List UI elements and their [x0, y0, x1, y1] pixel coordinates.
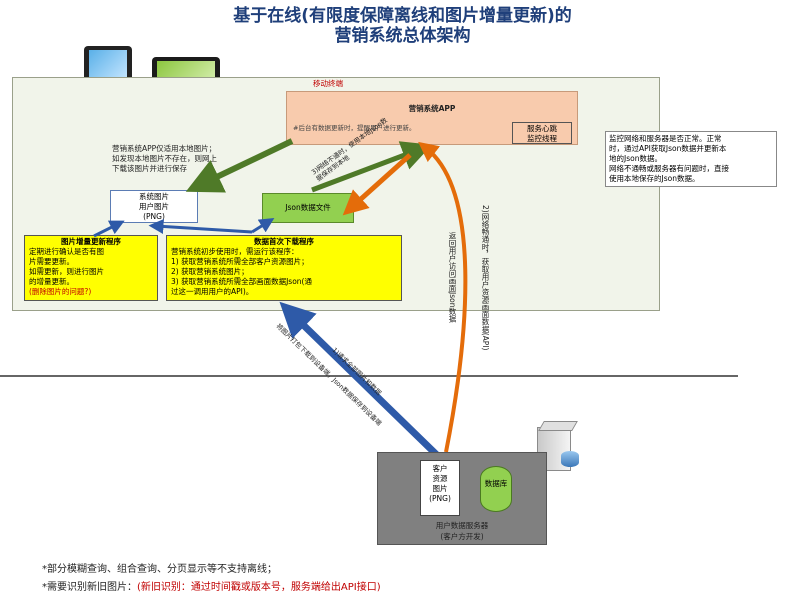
- heartbeat-note-line: 监控网络和服务器是否正常。正常: [609, 134, 722, 143]
- heartbeat-note-line: 网络不通畅或服务器有问题时，直接: [609, 164, 729, 173]
- server-label-line1: 用户数据服务器: [435, 521, 489, 530]
- download-arrow: [279, 301, 443, 461]
- database-label: 数据库: [484, 479, 508, 488]
- local-image-note-line: 如发现本地图片不存在，则网上: [112, 154, 217, 163]
- json-file-box: Json数据文件: [262, 193, 354, 223]
- incremental-red-line: (删除图片的问题?): [29, 287, 92, 296]
- initial-download-line: 3) 获取营销系统所需全部画面数据Json(通: [171, 277, 312, 286]
- incremental-line: 片需要更新。: [29, 257, 74, 266]
- incremental-update-box: 图片增量更新程序 定期进行确认是否有图 片需要更新。 如需更新，则进行图片 的增…: [24, 235, 158, 301]
- database-cylinder: 数据库: [480, 466, 512, 512]
- resource-box: 客户 资源 图片 (PNG): [420, 460, 460, 516]
- network-ok-arrow: [418, 141, 468, 453]
- json-to-app-arrow: [311, 141, 433, 193]
- title-line2: 营销系统总体架构: [334, 26, 471, 46]
- incremental-line: 如需更新，则进行图片: [29, 267, 104, 276]
- heartbeat-note: 监控网络和服务器是否正常。正常 时，通过API获取Json数据并更新本 地的Js…: [605, 131, 777, 187]
- app-title: 营销系统APP: [408, 104, 456, 113]
- incremental-title: 图片增量更新程序: [61, 237, 121, 246]
- divider-line: [0, 375, 738, 377]
- server-area: [377, 452, 547, 545]
- local-image-note-line: 营销系统APP仅适用本地图片；: [112, 144, 217, 153]
- download-to-json-arrow: [251, 218, 275, 234]
- resource-line: 客户: [432, 464, 448, 473]
- system-image-box: 系统图片 用户图片 (PNG): [110, 190, 198, 223]
- system-image-line: 用户图片: [139, 202, 169, 211]
- heartbeat-note-line: 使用本地保存的Json数据。: [609, 174, 700, 183]
- heartbeat-note-line: 时，通过API获取Json数据并更新本: [609, 144, 727, 153]
- heartbeat-line1: 服务心跳: [527, 124, 557, 133]
- incremental-to-image-arrow: [93, 220, 125, 238]
- local-image-note-line: 下载该图片并进行保存: [112, 164, 187, 173]
- initial-download-line: 1) 获取营销系统所需全部客户资源图片；: [171, 257, 309, 266]
- initial-download-line: 过这一调用用户的API)。: [171, 287, 254, 296]
- resource-line: (PNG): [429, 494, 451, 503]
- initial-download-line: 2) 获取营销系统图片；: [171, 267, 249, 276]
- resource-line: 图片: [432, 484, 448, 493]
- mobile-terminal-label: 移动终端: [313, 79, 343, 88]
- server-icon: [537, 421, 579, 471]
- system-image-line: 系统图片: [139, 192, 169, 201]
- network-fail-arrow: [342, 153, 412, 216]
- footnote-2: *需要识别新旧图片：(新旧识别：通过时间戳或版本号，服务端给出API接口): [42, 578, 381, 593]
- heartbeat-note-line: 地的Json数据。: [609, 154, 662, 163]
- resource-line: 资源: [432, 474, 448, 483]
- heartbeat-line2: 监控线程: [527, 134, 557, 143]
- incremental-line: 的增量更新。: [29, 277, 74, 286]
- download-to-image-arrow: [148, 218, 253, 234]
- network-ok-label: 2)网络畅通时，获取用户资源画面数据(API): [481, 205, 490, 351]
- local-image-note: 营销系统APP仅适用本地图片； 如发现本地图片不存在，则网上 下载该图片并进行保…: [112, 144, 217, 174]
- footnote-1: *部分模糊查询、组合查询、分页显示等不支持离线；: [42, 564, 277, 575]
- title-line1: 基于在线(有限度保障离线和图片增量更新)的: [233, 6, 572, 26]
- heartbeat-box: 服务心跳 监控线程: [512, 122, 572, 144]
- app-to-image-arrow: [185, 138, 294, 193]
- initial-download-box: 数据首次下载程序 营销系统初步使用时，需运行该程序： 1) 获取营销系统所需全部…: [166, 235, 402, 301]
- incremental-line: 定期进行确认是否有图: [29, 247, 104, 256]
- footnote-2-prefix: *需要识别新旧图片：: [42, 582, 137, 593]
- system-image-line: (PNG): [143, 212, 165, 221]
- app-subtitle: #后台有数据更新时，提醒用户进行更新。: [293, 124, 416, 132]
- user-request-label: 返回用户访问画面Json数据: [448, 232, 457, 323]
- initial-download-title: 数据首次下载程序: [254, 237, 314, 246]
- database-icon: [561, 451, 579, 467]
- initial-download-line: 营销系统初步使用时，需运行该程序：: [171, 247, 299, 256]
- server-label-line2: (客户方开发): [440, 532, 484, 541]
- footnote-2-red: (新旧识别：通过时间戳或版本号，服务端给出API接口): [137, 582, 381, 593]
